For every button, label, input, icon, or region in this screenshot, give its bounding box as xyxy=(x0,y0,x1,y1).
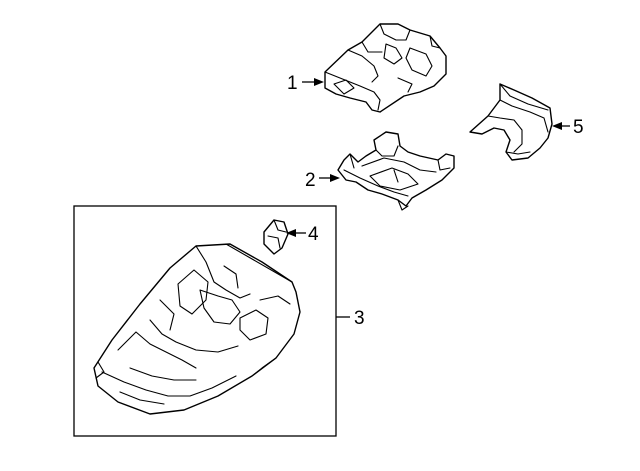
callout-3-number: 3 xyxy=(354,308,365,329)
callout-5: 5 xyxy=(552,117,584,138)
part-3-lower-cover[interactable] xyxy=(93,243,301,415)
part-4-clip[interactable] xyxy=(263,219,289,255)
part-1-upper-bracket[interactable] xyxy=(324,23,447,113)
assembly-frame xyxy=(73,205,337,437)
part-5-side-cover[interactable] xyxy=(469,83,553,161)
part-2-lower-bracket[interactable] xyxy=(337,131,455,211)
callout-2-number: 2 xyxy=(305,170,316,191)
callout-1: 1 xyxy=(287,73,324,94)
callout-4: 4 xyxy=(286,224,319,245)
callout-5-number: 5 xyxy=(573,117,584,138)
callout-3: 3 xyxy=(336,308,365,329)
callout-1-number: 1 xyxy=(287,73,298,94)
callout-2: 2 xyxy=(305,170,340,191)
callout-4-number: 4 xyxy=(308,224,319,245)
